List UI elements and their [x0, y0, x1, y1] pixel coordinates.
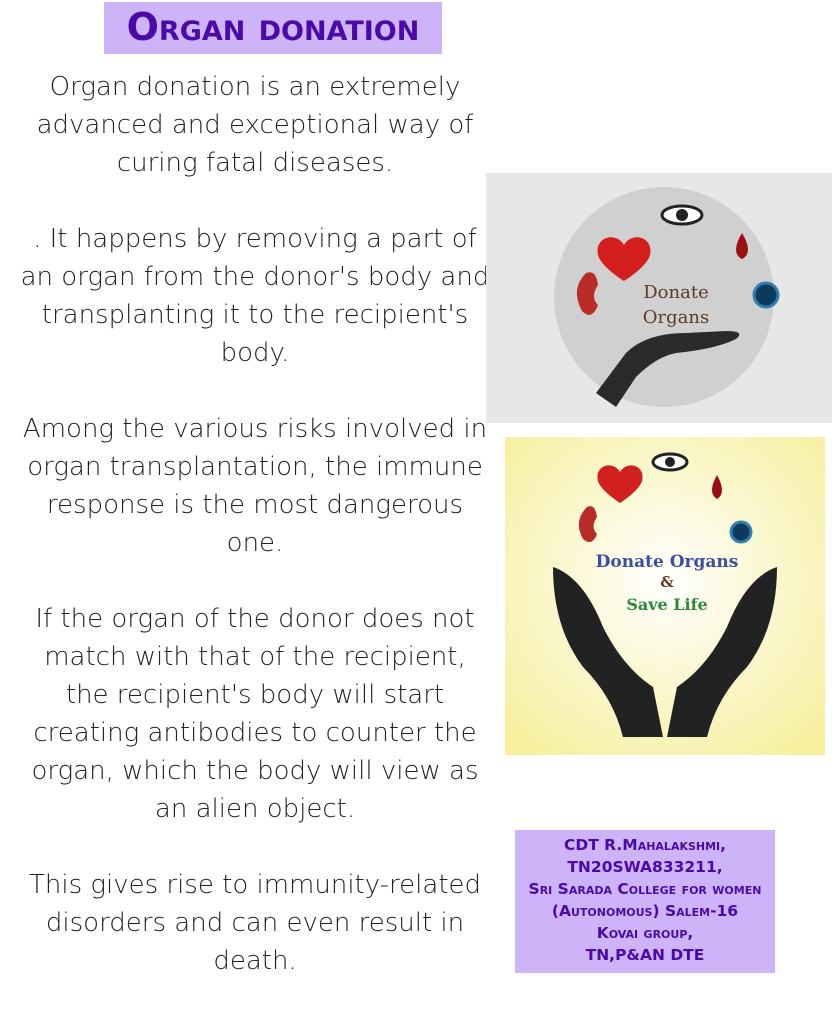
image-text: Save Life [626, 595, 707, 614]
credit-line: TN,P&AN DTE [585, 946, 705, 964]
blood-drop-icon [712, 475, 722, 499]
image-text: & [660, 573, 674, 591]
credit-line: TN20SWA833211, [567, 858, 723, 876]
credit-line: Sri Sarada College for women [528, 880, 762, 898]
author-credit: CDT R.Mahalakshmi, TN20SWA833211, Sri Sa… [515, 830, 775, 973]
image-text: Organs [643, 307, 709, 328]
donate-organs-image: Donate Organs [486, 173, 832, 423]
save-life-image: Donate Organs & Save Life [505, 437, 825, 755]
image-text: Donate [643, 282, 708, 303]
paragraph: . It happens by removing a part of an or… [20, 224, 490, 368]
kidney-icon [576, 272, 598, 315]
paragraph: Among the various risks involved in orga… [22, 414, 488, 558]
page-title: Organ donation [104, 2, 442, 54]
cell-icon [729, 520, 753, 544]
body-text: Organ donation is an extremely advanced … [20, 68, 490, 1018]
blood-drop-icon [736, 233, 748, 259]
credit-line: Kovai group, [596, 924, 694, 942]
heart-icon [597, 237, 651, 281]
heart-icon [597, 465, 643, 503]
credit-line: CDT R.Mahalakshmi, [563, 836, 727, 854]
cell-icon [752, 281, 780, 309]
kidney-icon [578, 506, 597, 543]
paragraph: This gives rise to immunity-related diso… [28, 870, 482, 976]
hands-icon [553, 567, 777, 737]
paragraph: Organ donation is an extremely advanced … [36, 72, 474, 178]
paragraph: If the organ of the donor does not match… [31, 604, 479, 824]
credit-line: (Autonomous) Salem-16 [551, 902, 739, 920]
image-text: Donate Organs [596, 552, 739, 572]
hand-icon [596, 331, 740, 407]
